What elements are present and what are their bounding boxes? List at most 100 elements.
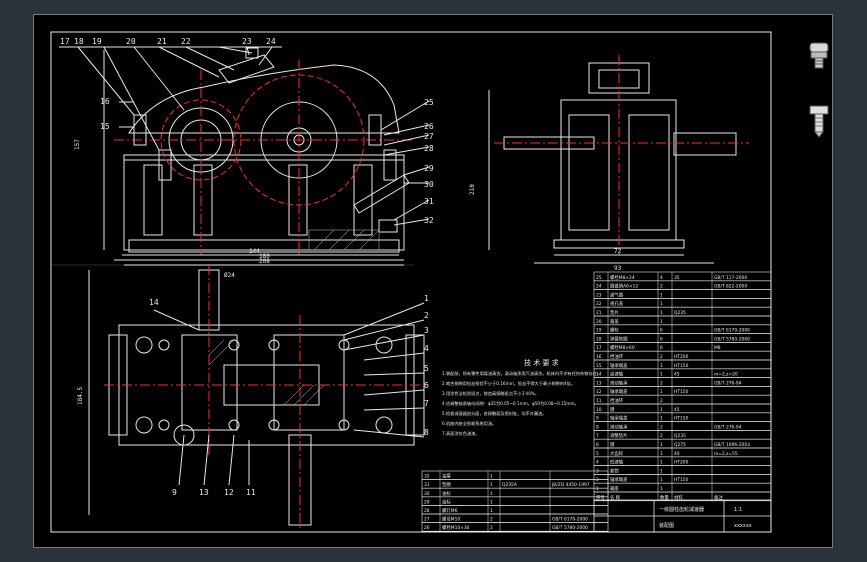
- bom-cell-no: 12: [596, 389, 602, 395]
- note-line: 2.啮合侧隙用铅丝检验不小于0.16mm，铅丝不得大于最小侧隙的4倍。: [442, 380, 575, 387]
- bom-cell-no: 25: [596, 275, 602, 281]
- bom-cell-mat: HT150: [674, 363, 689, 369]
- bom-cell-name: 键: [610, 441, 615, 448]
- bom-cell-qty: 6: [660, 345, 663, 351]
- bom-cell-name: 高速轴: [610, 371, 624, 378]
- bom-cell-mat: 45: [674, 407, 680, 413]
- bom-cell-name: 轴承端盖: [610, 415, 628, 422]
- balloon: 23: [242, 37, 252, 46]
- note-line: 6.机座内装全损耗系统用油。: [442, 420, 496, 427]
- bom-row: 序号名 称数量材料备注: [593, 491, 772, 502]
- front-view: [59, 46, 430, 266]
- bom-cell-no: 24: [596, 284, 602, 290]
- balloon: 24: [266, 37, 276, 46]
- bom-cell-qty: 1: [490, 499, 493, 505]
- bom-cell-name: 视孔盖: [610, 300, 624, 307]
- balloon: 5: [424, 364, 429, 373]
- bom-cell-no: 17: [596, 345, 602, 351]
- balloon: 21: [157, 37, 167, 46]
- note-line: 7.表面涂灰色油漆。: [442, 430, 480, 437]
- bom-cell-qty: 6: [660, 336, 663, 342]
- bom-cell-mat: Q235A: [502, 482, 517, 488]
- bom-cell-qty: 1: [660, 372, 663, 378]
- bom-cell-name: 套筒: [610, 467, 619, 474]
- bom-cell-qty: 1: [660, 310, 663, 316]
- dim-front-w1: 144: [249, 248, 260, 255]
- bom-cell-mat: HT150: [674, 477, 689, 483]
- bom-cell-no: 31: [424, 482, 430, 488]
- bom-cell-std: GB/T 5780-2000: [552, 525, 588, 531]
- bom-cell-name: 圆锥销A6×12: [610, 283, 638, 290]
- bom-cell-qty: 1: [660, 486, 663, 492]
- balloon: 14: [149, 298, 159, 307]
- bom-cell-no: 20: [596, 319, 602, 325]
- bom-cell-mat: HT200: [674, 354, 689, 360]
- bom-cell-mat: Q235: [674, 310, 686, 316]
- screw-tool-icon[interactable]: [806, 104, 832, 138]
- bom-cell-name: 滚动轴承: [610, 423, 628, 430]
- bom-cell-no: 29: [424, 499, 430, 505]
- bom-cell-name: 挡油环: [610, 353, 624, 360]
- gear-mesh: [223, 364, 320, 406]
- bom-cell-name: 垫片: [610, 309, 619, 316]
- bom-cell-no: 28: [424, 508, 430, 514]
- bom-cell-no: 21: [596, 310, 602, 316]
- bom-cell-no: 16: [596, 354, 602, 360]
- bom-cell-name: 弹簧垫圈: [610, 335, 628, 342]
- bom-cell-std: GB/T 822-2000: [714, 284, 747, 290]
- note-line: 5.检查减速器剖分面，各接触面及密封处，均不许漏油。: [442, 410, 547, 417]
- bom-cell-no: 30: [424, 491, 430, 497]
- bolt-tool-icon[interactable]: [806, 40, 832, 74]
- bom-cell-qty: 2: [660, 433, 663, 439]
- bom-cell-qty: 1: [660, 389, 663, 395]
- bom-cell-qty: 1: [490, 474, 493, 480]
- bom-cell-name: 滚动轴承: [610, 379, 628, 386]
- bom-cell-no: 1: [596, 486, 599, 492]
- bom-cell-qty: 1: [660, 319, 663, 325]
- dim-side-height: 210: [469, 184, 476, 195]
- balloon: 7: [424, 399, 429, 408]
- bom-cell-no: 19: [596, 328, 602, 334]
- bom-cell-std: GB/T 1096-2003: [714, 442, 750, 448]
- bom-cell-name: 油标: [442, 490, 451, 497]
- bom-cell-qty: 数量: [660, 494, 669, 501]
- bom-row: 21 垫片 1 Q235: [593, 306, 772, 317]
- balloon: 3: [424, 326, 429, 335]
- bom-cell-no: 9: [596, 416, 599, 422]
- balloon: 15: [100, 122, 110, 131]
- oil-gauge: [353, 174, 410, 214]
- balloon: 18: [74, 37, 84, 46]
- side-view: [488, 55, 749, 264]
- bom-cell-no: 13: [596, 380, 602, 386]
- dim-side-w1: 72: [614, 248, 622, 255]
- bom-cell-no: 8: [596, 424, 599, 430]
- balloon: 16: [100, 97, 110, 106]
- bom-cell-qty: 1: [660, 301, 663, 307]
- balloon: 8: [424, 428, 429, 437]
- balloon: 25: [424, 98, 434, 107]
- balloon: 20: [126, 37, 136, 46]
- bom-cell-std: GB/T 117-2000: [714, 275, 747, 281]
- bom-cell-mat: Q235: [674, 433, 686, 439]
- bom-cell-mat: HT150: [674, 416, 689, 422]
- bom-cell-qty: 2: [660, 398, 663, 404]
- bom-cell-qty: 1: [660, 477, 663, 483]
- bom-cell-no: 26: [424, 525, 430, 531]
- bom-cell-name: 挡油环: [610, 397, 624, 404]
- dim-side-w2: 93: [614, 265, 622, 272]
- bom-cell-qty: 1: [660, 407, 663, 413]
- bom-cell-no: 15: [596, 363, 602, 369]
- bom-cell-std: GB/T 6170-2000: [714, 328, 750, 334]
- bom-cell-std: GB/T 6170-2000: [552, 517, 588, 523]
- bom-cell-name: 箱座: [610, 485, 619, 492]
- front-balloons: 17 18 19 20 21 22 23 24 16 15 25 26 27 2…: [60, 37, 434, 225]
